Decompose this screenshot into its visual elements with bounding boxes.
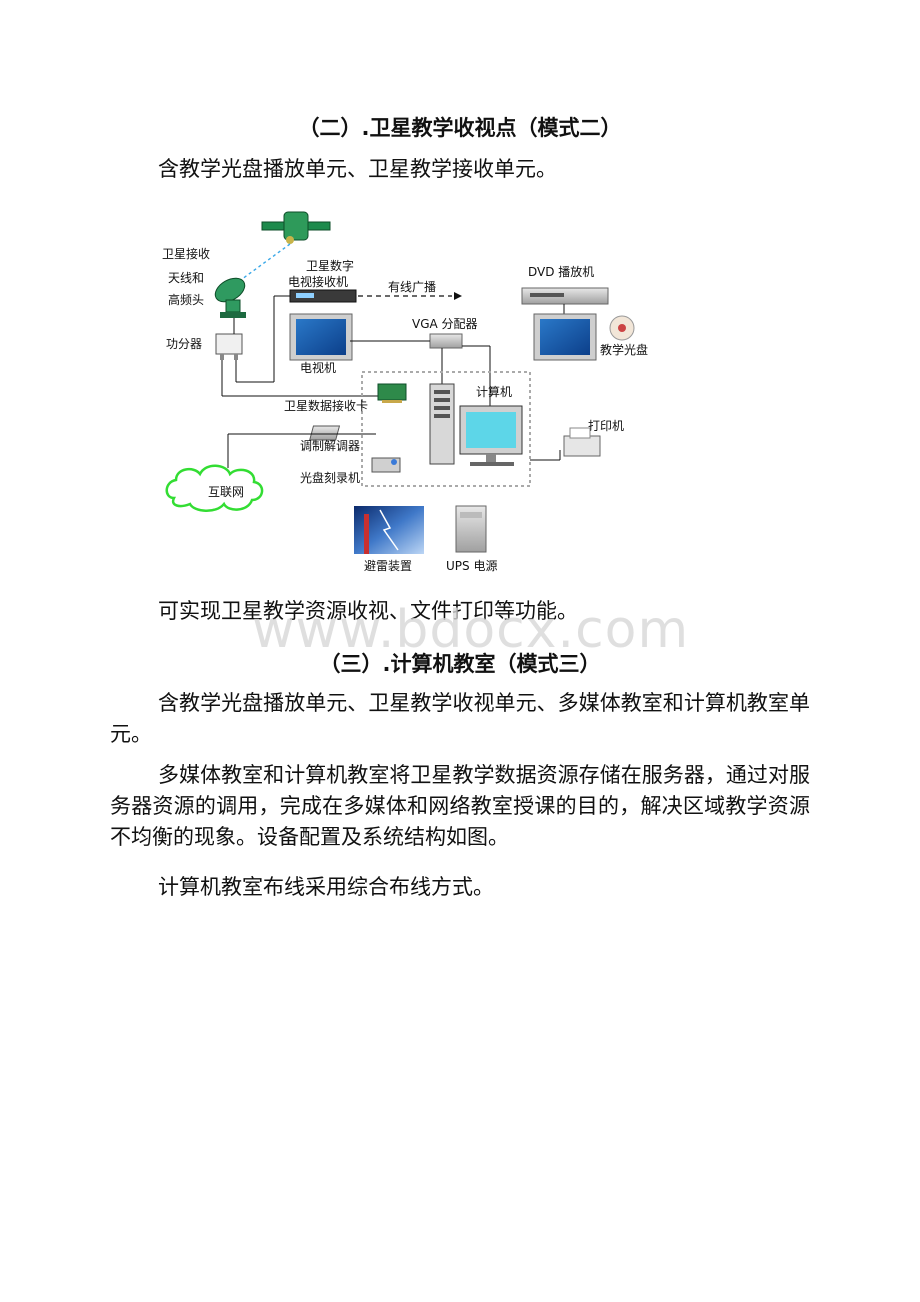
computer-tower-icon (429, 383, 455, 465)
section-2-intro: 含教学光盘播放单元、卫星教学接收单元。 (158, 157, 557, 181)
receiver-label-1: 卫星数字 (306, 258, 354, 273)
section-2-summary: 可实现卫星教学资源收视、文件打印等功能。 (158, 599, 578, 623)
dvd-tv-icon (533, 313, 597, 361)
dvd-player-icon (521, 287, 609, 305)
antenna-label-3: 高频头 (168, 292, 204, 307)
data-receiver-card-icon (377, 383, 407, 403)
vga-label: VGA 分配器 (412, 317, 478, 331)
disc-label: 教学光盘 (600, 342, 648, 357)
satellite-receiver-icon (289, 289, 357, 303)
computer-label: 计算机 (476, 384, 512, 399)
lightning-label: 避雷装置 (364, 559, 412, 573)
ups-icon (455, 505, 487, 553)
power-splitter-icon (215, 333, 243, 360)
burner-label: 光盘刻录机 (300, 470, 360, 485)
section-2-heading: （二）.卫星教学收视点（模式二） (298, 116, 622, 140)
printer-label: 打印机 (588, 419, 624, 433)
internet-cloud-icon (165, 464, 264, 512)
antenna-label-2: 天线和 (168, 271, 204, 285)
vga-splitter-icon (429, 333, 463, 349)
monitor-icon (459, 405, 523, 466)
printer-icon (563, 427, 601, 457)
data-card-label: 卫星数据接收卡 (284, 398, 368, 413)
splitter-label: 功分器 (166, 337, 202, 351)
section-3-paragraph-3: 计算机教室布线采用综合布线方式。 (158, 875, 494, 899)
section-3-paragraph-1: 含教学光盘播放单元、卫星教学收视单元、多媒体教室和计算机教室单元。 (110, 691, 810, 746)
modem-icon (309, 425, 341, 441)
antenna-label-1: 卫星接收 (162, 246, 210, 261)
section-3-paragraph-2: 多媒体教室和计算机教室将卫星教学数据资源存储在服务器，通过对服务器资源的调用，完… (110, 763, 810, 849)
disc-burner-icon (371, 457, 401, 473)
internet-label: 互联网 (208, 485, 244, 499)
section-3-heading: （三）.计算机教室（模式三） (319, 652, 601, 676)
modem-label: 调制解调器 (300, 439, 360, 453)
cable-broadcast-label: 有线广播 (388, 280, 436, 294)
tv-icon (289, 313, 353, 361)
teaching-disc-icon (609, 315, 635, 341)
satellite-dish-icon (214, 277, 246, 318)
watermark: www.bdocx.com (252, 600, 690, 660)
ups-label: UPS 电源 (446, 559, 497, 573)
satellite-icon (261, 211, 331, 244)
satellite-receiving-diagram: 卫星接收 天线和 高频头 功分器 卫星数字 电视接收机 有线广播 电视机 DVD… (162, 211, 648, 573)
tv-label: 电视机 (300, 360, 336, 375)
receiver-label-2: 电视接收机 (288, 274, 348, 289)
dvd-label: DVD 播放机 (528, 264, 594, 279)
lightning-protection-icon (354, 506, 424, 554)
